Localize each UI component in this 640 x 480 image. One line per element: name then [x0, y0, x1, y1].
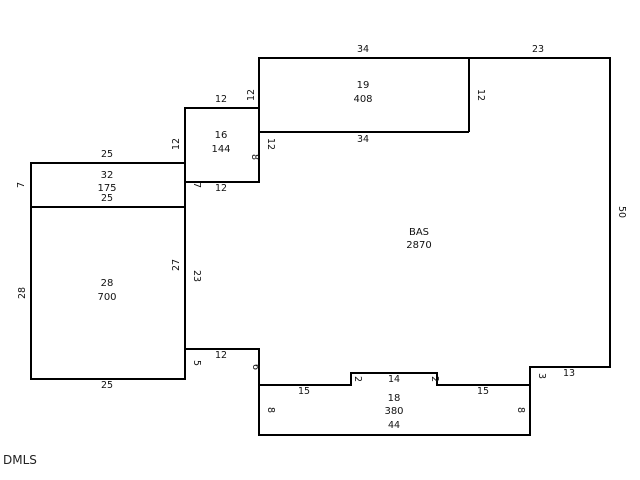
room-main-code: BAS	[409, 227, 429, 238]
dim-bottom-2-right: 2	[429, 376, 440, 382]
dim-small-right-12: 12	[265, 138, 276, 150]
room-small-code: 16	[215, 130, 228, 141]
dim-bottom-44: 44	[388, 420, 400, 431]
room-small-area: 144	[211, 144, 230, 155]
room-strip-code: 32	[101, 170, 114, 181]
room-bottom-area: 380	[384, 406, 403, 417]
room-bottom-code: 18	[388, 393, 401, 404]
dim-top-inner-34: 34	[357, 134, 369, 145]
room-main-area: 2870	[406, 240, 431, 251]
dim-left-5: 5	[191, 360, 202, 366]
wall-bottom-bay	[259, 372, 530, 386]
dim-bottom-15-right: 15	[477, 386, 489, 397]
watermark-logo: DMLS	[3, 453, 37, 467]
dim-right-13: 13	[563, 368, 575, 379]
dimension-labels: 34 23 34 12 12 25 25 25 12 15 14 15 13 4…	[16, 44, 627, 431]
wall-left-rooms	[30, 162, 186, 380]
dim-small-8: 8	[249, 154, 260, 160]
room-top-code: 19	[357, 80, 370, 91]
dim-small-top-12: 12	[215, 94, 227, 105]
dim-small-left-12: 12	[171, 138, 182, 150]
dim-bottom-8-right: 8	[515, 407, 526, 413]
dim-bottom-15-left: 15	[298, 386, 310, 397]
dim-strip-left-7: 7	[16, 182, 27, 188]
dim-top-left-12: 12	[246, 89, 257, 101]
dim-strip-top-25: 25	[101, 149, 113, 160]
room-left-code: 28	[101, 278, 114, 289]
dim-left-bottom-25: 25	[101, 380, 113, 391]
dim-right-3: 3	[536, 373, 547, 379]
dim-right-50: 50	[616, 206, 627, 218]
dim-small-bottom-12: 12	[215, 183, 227, 194]
dim-step-12: 12	[215, 350, 227, 361]
room-labels: BAS 2870 19 408 16 144 32 175 28 700 18 …	[97, 80, 431, 417]
dim-left-23: 23	[191, 270, 202, 282]
dim-left-27: 27	[171, 259, 182, 271]
dim-step-6: 6	[250, 364, 261, 370]
room-left-area: 700	[97, 292, 116, 303]
wall-top-room	[185, 57, 611, 436]
dim-bottom-2-left: 2	[352, 376, 363, 382]
dim-strip-bottom-25: 25	[101, 193, 113, 204]
dim-top-34: 34	[357, 44, 369, 55]
dim-strip-right-7: 7	[191, 182, 202, 188]
room-top-area: 408	[353, 94, 372, 105]
dim-bottom-14: 14	[388, 374, 400, 385]
dim-left-28: 28	[17, 287, 28, 299]
room-strip-area: 175	[97, 183, 116, 194]
dim-top-23: 23	[532, 44, 544, 55]
walls	[30, 57, 611, 436]
dim-top-right-12: 12	[475, 89, 486, 101]
dim-bottom-8-left: 8	[265, 407, 276, 413]
